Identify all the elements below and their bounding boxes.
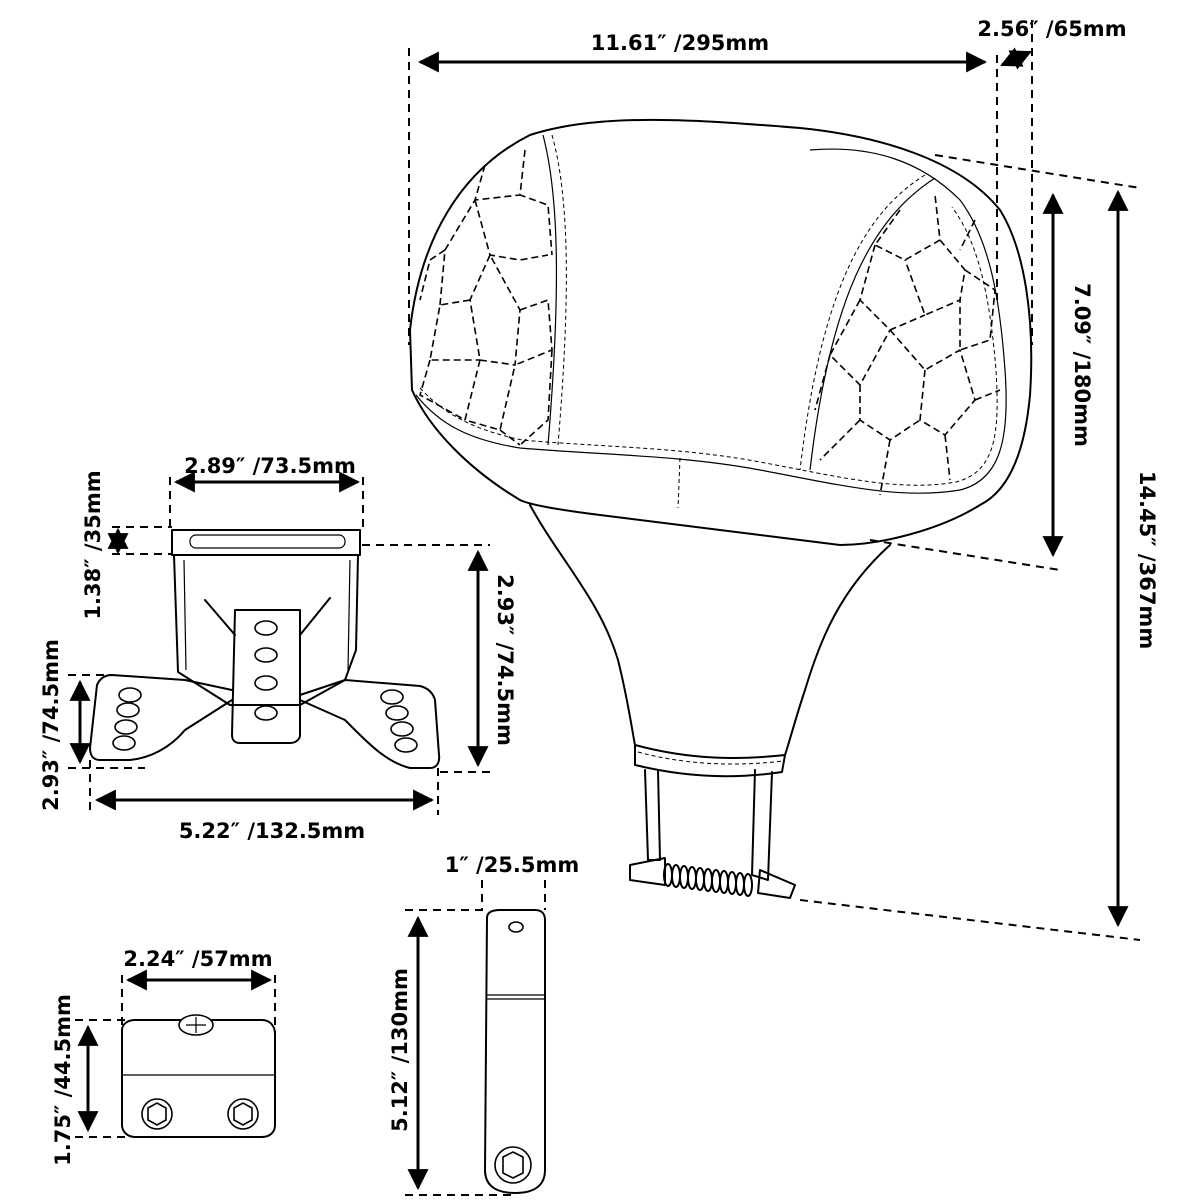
bracket-hole-3	[254, 675, 278, 691]
headrest-pad-rim	[415, 148, 1007, 494]
headrest-drawing	[408, 20, 1141, 941]
headrest-pad-outline	[409, 118, 1033, 546]
headrest-post-right	[751, 769, 773, 881]
headrest-depth-label: 2.56″ /65mm	[977, 17, 1126, 41]
headrest-center-seam-left-stitch	[551, 134, 567, 446]
headrest-bottom-seam	[677, 457, 681, 509]
strap-width-label: 1″ /25.5mm	[445, 853, 580, 877]
strap-body	[484, 909, 546, 1194]
bracket-drawing	[68, 471, 490, 815]
clamp-bolt-left-icon	[141, 1098, 173, 1130]
headrest-width-label: 11.61″ /295mm	[591, 31, 769, 55]
bracket-top-depth-label: 1.38″ /35mm	[81, 470, 105, 619]
bracket-center-strap	[231, 609, 301, 744]
headrest-center-seam-left	[542, 134, 558, 446]
bracket-hole-4	[254, 705, 278, 721]
bracket-top-plate	[171, 529, 361, 556]
strap-drawing	[405, 880, 546, 1196]
strap-bolt-icon	[494, 1146, 532, 1184]
bracket-right-foot	[299, 679, 441, 769]
headrest-total-height-label: 14.45″ /367mm	[1135, 471, 1159, 649]
headrest-rod	[629, 857, 796, 899]
bracket-base-width-label: 5.22″ /132.5mm	[179, 819, 365, 843]
bracket-top-slot	[189, 534, 346, 549]
clamp-bolt-right-icon	[227, 1098, 259, 1130]
bracket-left-foot	[89, 674, 233, 761]
headrest-honeycomb-right	[814, 194, 1001, 496]
headrest-honeycomb-left	[419, 149, 553, 446]
clamp-width-label: 2.24″ /57mm	[123, 947, 272, 971]
strap-top-hole	[508, 921, 524, 933]
bracket-height-label: 2.93″ /74.5mm	[493, 574, 517, 746]
clamp-drawing	[75, 969, 276, 1138]
headrest-depth-arrow	[1000, 47, 1032, 70]
headrest-spring	[663, 863, 753, 897]
strap-length-label: 5.12″ /130mm	[388, 968, 412, 1132]
bracket-top-width-label: 2.89″ /73.5mm	[184, 454, 356, 478]
headrest-center-seam-right	[809, 177, 936, 471]
headrest-neck-base	[634, 744, 786, 778]
bracket-hole-1	[254, 620, 278, 636]
clamp-body	[121, 1019, 276, 1138]
headrest-rim-stitch	[419, 206, 998, 486]
headrest-center-seam-right-stitch	[799, 174, 926, 471]
headrest-neck	[529, 504, 891, 756]
headrest-post-left	[644, 769, 661, 861]
clamp-height-label: 1.75″ /44.5mm	[51, 994, 75, 1166]
headrest-pad-height-label: 7.09″ /180mm	[1070, 283, 1094, 447]
clamp-top-screw-icon	[178, 1014, 214, 1036]
bracket-hole-2	[254, 647, 278, 663]
bracket-side-height-label: 2.93″ /74.5mm	[39, 639, 63, 811]
